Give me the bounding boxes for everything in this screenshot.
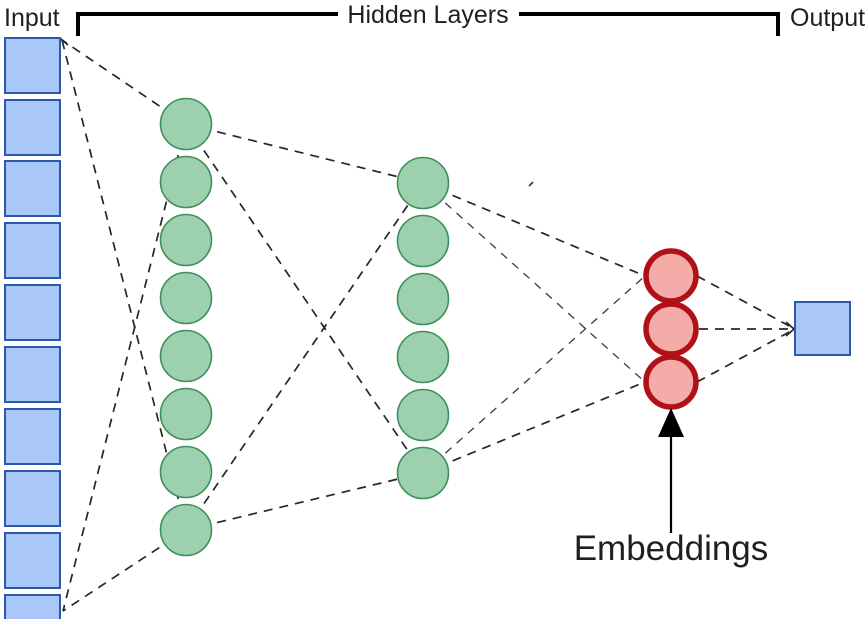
input-node[interactable] xyxy=(4,594,61,619)
bracket-right-tick xyxy=(519,12,780,36)
input-node[interactable] xyxy=(4,222,61,279)
output-layer xyxy=(794,301,851,356)
hidden-node[interactable] xyxy=(159,329,213,383)
hidden-layer-1 xyxy=(159,97,213,557)
hidden-node[interactable] xyxy=(159,271,213,325)
embedding-node[interactable] xyxy=(643,248,699,304)
hidden-node[interactable] xyxy=(159,503,213,557)
hidden-node[interactable] xyxy=(159,155,213,209)
embedding-layer xyxy=(643,248,699,410)
hidden-node[interactable] xyxy=(396,446,450,500)
hidden-node[interactable] xyxy=(396,214,450,268)
input-node[interactable] xyxy=(4,284,61,341)
input-node[interactable] xyxy=(4,99,61,156)
embedding-node[interactable] xyxy=(643,301,699,357)
input-node[interactable] xyxy=(4,37,61,94)
edges-hidden1-to-hidden2 xyxy=(185,123,424,531)
hidden-node[interactable] xyxy=(159,387,213,441)
embedding-node[interactable] xyxy=(643,354,699,410)
hidden-node[interactable] xyxy=(159,97,213,151)
output-node[interactable] xyxy=(794,301,851,356)
stray-dash-artifact xyxy=(528,181,534,187)
hidden-node[interactable] xyxy=(159,213,213,267)
hidden-node[interactable] xyxy=(159,445,213,499)
output-label: Output xyxy=(790,4,865,32)
embeddings-label: Embeddings xyxy=(574,529,769,568)
hidden-layers-bracket xyxy=(76,12,780,36)
hidden-node[interactable] xyxy=(396,388,450,442)
hidden-node[interactable] xyxy=(396,330,450,384)
input-label: Input xyxy=(4,4,60,32)
hidden-node[interactable] xyxy=(396,156,450,210)
input-node[interactable] xyxy=(4,408,61,465)
bracket-left-tick xyxy=(76,12,338,36)
hidden-layers-label: Hidden Layers xyxy=(347,1,508,29)
hidden-layer-2 xyxy=(396,156,450,500)
input-layer xyxy=(4,37,61,619)
edges-embeddings-to-output xyxy=(696,275,794,383)
input-node[interactable] xyxy=(4,470,61,527)
input-node[interactable] xyxy=(4,532,61,589)
embeddings-callout-arrow xyxy=(658,408,684,533)
input-node[interactable] xyxy=(4,160,61,217)
edges-hidden2-to-embeddings xyxy=(422,181,646,474)
hidden-node[interactable] xyxy=(396,272,450,326)
input-node[interactable] xyxy=(4,346,61,403)
